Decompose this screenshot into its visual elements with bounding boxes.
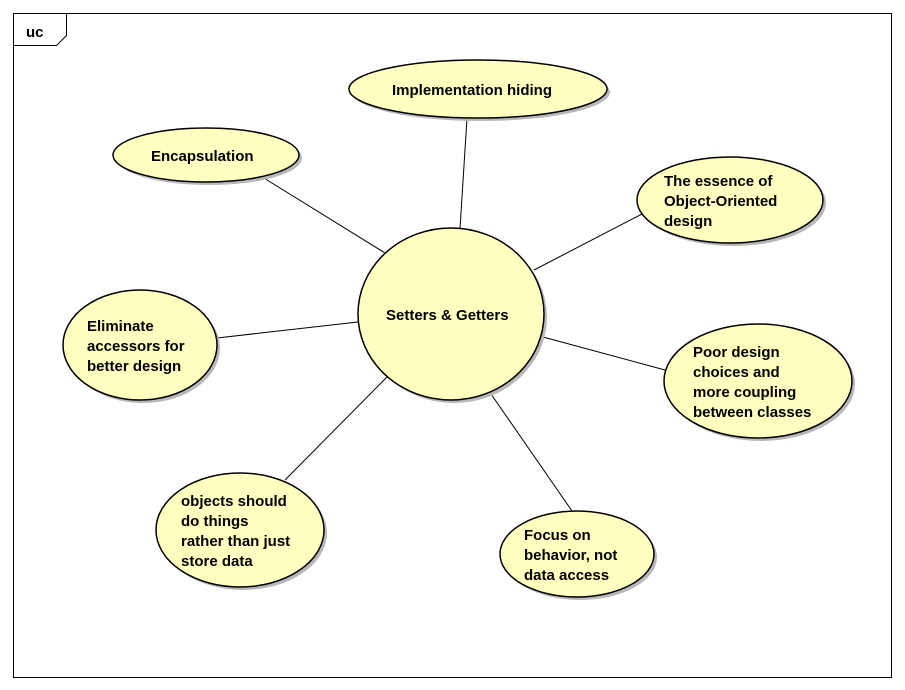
use-case-implementation-hiding[interactable]: Implementation hiding <box>348 59 610 121</box>
use-case-ellipse[interactable] <box>663 323 853 439</box>
use-case-ellipse[interactable] <box>357 227 545 401</box>
connector-to-poor-design-choices <box>542 336 666 371</box>
use-case-label-line: Setters & Getters <box>386 307 509 324</box>
use-case-ellipse[interactable] <box>155 472 325 588</box>
use-case-label-line: Focus on <box>524 527 591 544</box>
use-case-label-line: Object-Oriented <box>664 193 777 210</box>
use-case-ellipse[interactable] <box>636 156 824 244</box>
use-case-poor-design-choices[interactable]: Poor design choices and more coupling betwe… <box>663 323 855 441</box>
use-case-eliminate-accessors[interactable]: Eliminate accessors for better design <box>62 289 220 403</box>
use-case-ellipse[interactable] <box>62 289 218 401</box>
use-case-label-line: design <box>664 213 712 230</box>
use-case-label-line: choices and <box>693 364 780 381</box>
use-case-encapsulation[interactable]: Encapsulation <box>112 127 302 185</box>
use-case-label-line: The essence of <box>664 173 773 190</box>
use-case-label-line: accessors for <box>87 338 185 355</box>
connector-lines <box>216 117 666 512</box>
use-case-label-line: Poor design <box>693 344 780 361</box>
use-case-label-line: Implementation hiding <box>392 82 552 99</box>
use-case-label-line: behavior, not <box>524 547 617 564</box>
use-case-ellipse[interactable] <box>348 59 608 119</box>
use-case-essence-oo-design[interactable]: The essence of Object-Oriented design <box>636 156 826 246</box>
use-case-label-line: Eliminate <box>87 318 154 335</box>
use-case-ellipse[interactable] <box>112 127 300 183</box>
use-case-label-line: rather than just <box>181 533 290 550</box>
frame-tag-label: uc <box>26 24 44 41</box>
use-case-label-line: Encapsulation <box>151 148 254 165</box>
connector-to-objects-should-do-things <box>284 376 388 481</box>
use-case-label-line: data access <box>524 567 609 584</box>
diagram-frame <box>13 13 892 678</box>
connector-to-focus-on-behavior <box>490 393 573 512</box>
use-case-ellipse[interactable] <box>499 510 655 598</box>
use-case-focus-on-behavior[interactable]: Focus on behavior, not data access <box>499 510 657 600</box>
connector-to-essence-oo-design <box>533 213 643 271</box>
use-case-label-line: do things <box>181 513 249 530</box>
use-case-objects-should-do-things[interactable]: objects should do things rather than just s… <box>155 472 327 590</box>
use-case-label-line: between classes <box>693 404 811 421</box>
connector-to-eliminate-accessors <box>216 321 359 339</box>
use-case-label-line: store data <box>181 553 253 570</box>
connector-to-implementation-hiding <box>459 117 468 230</box>
use-case-label-line: objects should <box>181 493 287 510</box>
use-case-setters-getters[interactable]: Setters & Getters <box>357 227 547 403</box>
connector-to-encapsulation <box>258 174 386 254</box>
use-case-label-line: better design <box>87 358 181 375</box>
frame-tag-box <box>13 13 67 46</box>
use-case-label-line: more coupling <box>693 384 796 401</box>
